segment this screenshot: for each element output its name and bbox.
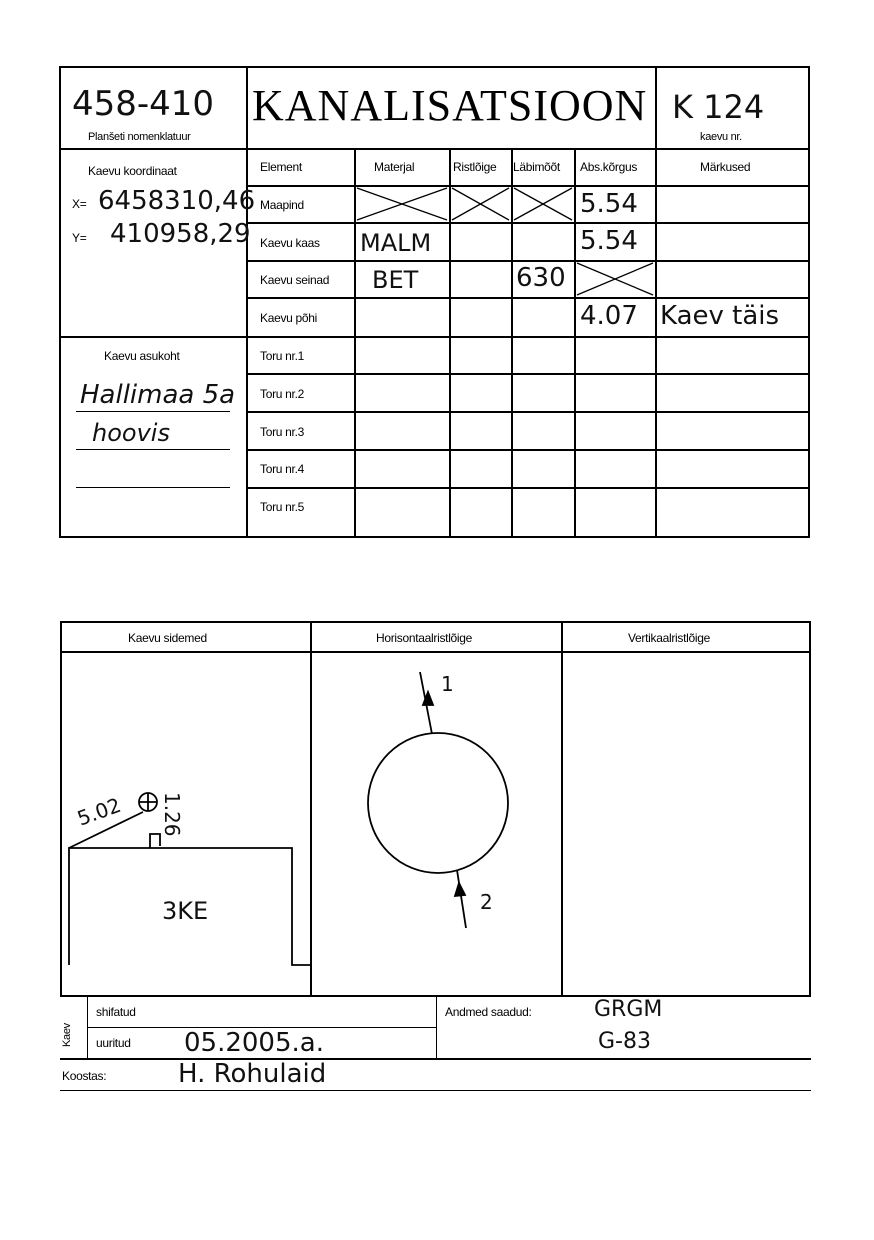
h-divider [246,260,810,262]
row-label: Toru nr.2 [260,387,304,401]
col-vertical-title: Vertikaalristlõige [628,631,710,645]
cell-material-lid: MALM [360,229,432,257]
v-divider [574,148,576,538]
surveyed-date: 05.2005.a. [184,1028,324,1058]
y-value: 410958,29 [110,219,251,249]
cell-height-ground: 5.54 [580,189,638,219]
row-label: Toru nr.3 [260,425,304,439]
upper-border [59,66,810,538]
row-label: Kaevu põhi [260,311,318,325]
sheet-label: Planšeti nomenklatuur [88,131,191,143]
source-label: Andmed saadud: [445,1005,532,1019]
row-label: Toru nr.4 [260,462,304,476]
header-material: Materjal [374,160,415,174]
v-divider [655,66,657,538]
row-label: Kaevu kaas [260,236,320,250]
location-underline [76,449,230,450]
v-divider [354,148,356,538]
lower-header-divider [60,651,811,653]
source-line-2: G-83 [598,1029,651,1054]
row-label: Toru nr.1 [260,349,304,363]
footer-h-line [87,1027,437,1028]
footer-h-line [60,1058,811,1060]
kaev-label: Kaev [61,1023,73,1047]
cell-height-lid: 5.54 [580,226,638,256]
v-divider [246,66,248,538]
location-underline [76,487,230,488]
h-divider [246,297,810,299]
coordinates-label: Kaevu koordinaat [88,164,177,178]
cell-height-bottom: 4.07 [580,301,638,331]
location-label: Kaevu asukoht [104,349,180,363]
x-label: X= [72,197,87,211]
h-divider [246,487,810,489]
well-label: kaevu nr. [700,131,742,143]
h-divider [246,336,810,338]
footer-v-line [87,997,88,1058]
row-label: Toru nr.5 [260,500,304,514]
lower-v-divider [561,621,563,997]
surveyed-label: uuritud [96,1036,131,1050]
well-id: K 124 [672,88,765,126]
footer-v-line [436,997,437,1058]
h-divider [59,336,247,338]
cell-diameter-walls: 630 [516,263,566,293]
pipe-1-label: 1 [441,672,454,696]
author-label: Koostas: [62,1069,107,1083]
header-abs-height: Abs.kõrgus [580,160,638,174]
row-label: Maapind [260,198,304,212]
col-ties-title: Kaevu sidemed [128,631,207,645]
header-element: Element [260,160,302,174]
sheet-number: 458-410 [72,84,215,124]
col-horizontal-title: Horisontaalristlõige [376,631,473,645]
h-divider [246,373,810,375]
building-label: 3KE [162,897,209,925]
lower-border [60,621,811,997]
x-value: 6458310,46 [98,186,256,216]
v-divider [511,148,513,538]
header-divider [59,148,810,150]
page-title: KANALISATSIOON [252,81,648,130]
y-label: Y= [72,231,87,245]
author-name: H. Rohulaid [178,1059,327,1089]
location-underline [76,411,230,412]
pipe-2-label: 2 [480,890,493,914]
header-cross-section: Ristlõige [453,160,497,174]
source-line-1: GRGM [594,997,663,1022]
location-line-1: Hallimaa 5a [80,380,236,410]
shifted-label: shifatud [96,1005,136,1019]
cell-material-walls: BET [372,266,419,294]
v-divider [449,148,451,538]
cell-notes-bottom: Kaev täis [660,301,780,331]
lower-v-divider [310,621,312,997]
row-label: Kaevu seinad [260,273,330,287]
h-divider [246,411,810,413]
h-divider [246,222,810,224]
h-divider [246,449,810,451]
location-line-2: hoovis [92,419,170,447]
footer-h-line [60,1090,811,1091]
h-divider [246,185,810,187]
header-notes: Märkused [700,160,751,174]
header-diameter: Läbimõõt [513,160,560,174]
